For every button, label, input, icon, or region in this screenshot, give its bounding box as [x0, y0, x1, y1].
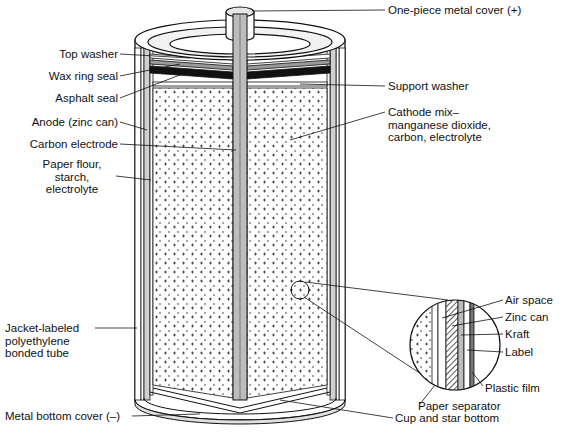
- part-label: One-piece metal cover (+): [388, 4, 568, 17]
- leader-line: [116, 176, 151, 180]
- magnifier-spot: [291, 281, 309, 299]
- leader-line: [120, 122, 147, 130]
- cathode-mix: [247, 88, 327, 398]
- leader-line: [442, 300, 503, 318]
- inset-circle: [410, 300, 500, 390]
- part-label: Kraft: [505, 328, 571, 341]
- part-label: Carbon electrode: [2, 138, 118, 151]
- leader-line: [95, 328, 137, 329]
- part-label: Paper flour, starch, electrolyte: [30, 158, 114, 196]
- leader-line: [120, 73, 185, 98]
- magnifier-line: [305, 282, 448, 300]
- leader-line: [120, 64, 180, 76]
- leader-line: [472, 372, 483, 386]
- part-label: Zinc can: [505, 311, 571, 324]
- inset-detail: [405, 295, 505, 395]
- leader-line: [132, 414, 200, 416]
- part-label: Label: [505, 346, 571, 359]
- leader-line: [461, 334, 503, 335]
- leader-line: [300, 84, 385, 86]
- part-label: Jacket-labeled polyethylene bonded tube: [5, 322, 93, 360]
- carbon-rod: [233, 14, 247, 400]
- leader-line: [280, 400, 393, 418]
- leader-line: [252, 10, 385, 11]
- cathode-mix: [153, 88, 233, 398]
- part-label: Paper separator: [418, 400, 538, 413]
- part-label: Air space: [505, 294, 571, 307]
- leader-line: [290, 112, 385, 140]
- leader-line: [120, 54, 190, 58]
- part-label: Asphalt seal: [2, 92, 118, 105]
- part-label: Metal bottom cover (–): [5, 410, 133, 423]
- part-label: Wax ring seal: [2, 70, 118, 83]
- bottom: [144, 388, 336, 414]
- leader-line: [452, 317, 503, 326]
- cell-wall-left: [135, 48, 153, 400]
- part-label: Support washer: [388, 80, 568, 93]
- part-label: Top washer: [2, 48, 118, 61]
- cell-wall-right: [327, 48, 345, 400]
- leader-lines: [95, 10, 503, 418]
- part-label: Anode (zinc can): [2, 116, 118, 129]
- part-label: Cathode mix– manganese dioxide, carbon, …: [388, 106, 500, 144]
- leader-line: [120, 144, 236, 150]
- part-label: Plastic film: [485, 382, 571, 395]
- leader-line: [467, 350, 503, 352]
- bottom-cover: [135, 400, 345, 424]
- part-label: Cup and star bottom: [395, 412, 570, 425]
